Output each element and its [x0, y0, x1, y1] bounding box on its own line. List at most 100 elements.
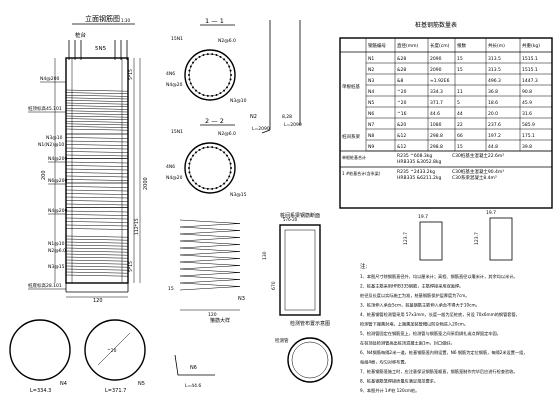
main-bar-dot: [225, 61, 228, 64]
table-group-2: 桩间系梁: [342, 133, 360, 140]
s22-label-15n1: 15N1: [171, 129, 183, 135]
table-cell: &12: [397, 133, 406, 139]
spiral-turn: [65, 179, 129, 181]
spiral-turn: [65, 203, 129, 206]
spiral-turn: [65, 253, 129, 256]
spiral-turn: [65, 102, 129, 105]
stiffener-hoops: [65, 133, 129, 230]
note-line: 7、桩基钢筋笼施工时，应注意保证钢筋笼顺直，钢筋笼制作完毕后应进行检查验收。: [360, 368, 518, 375]
n3-width: 120: [208, 312, 217, 318]
top-stub-bars: [68, 40, 128, 60]
table-cell: 313.5: [488, 67, 501, 73]
table-cell: N7: [368, 122, 374, 128]
table-cell: 298.8: [430, 144, 443, 150]
spiral-turn: [65, 110, 129, 113]
spiral-turn: [65, 89, 129, 92]
table-cell: 197.2: [488, 133, 501, 139]
n2-label: N2: [250, 114, 257, 120]
table-cell: 496.3: [488, 78, 501, 84]
spiral-turn: [65, 175, 129, 178]
dim-5x15-bottom: 5*15: [128, 261, 134, 272]
main-bar-dot: [206, 94, 209, 97]
main-bar-dot: [189, 158, 192, 161]
tie-detail-dim-3: 19.7: [486, 210, 496, 216]
main-bar-dot: [211, 94, 214, 97]
pipe-detail: 检测管布置示意图 检测管: [275, 320, 333, 383]
main-bar-dot: [229, 171, 232, 174]
label-n1-1: N1(N2)@10: [38, 142, 64, 148]
main-bar-dot: [228, 158, 231, 161]
table-cell: 15: [457, 67, 463, 73]
spiral-turn: [65, 247, 129, 250]
spiral-turn: [65, 113, 129, 115]
dim-5x15-top: 5*15: [128, 69, 134, 80]
table-title: 桩基钢筋数量表: [415, 21, 457, 29]
spiral-turn: [65, 100, 129, 102]
table-cell: 11: [457, 89, 463, 95]
spiral-turn: [65, 186, 129, 188]
table-cell: 298.8: [430, 133, 443, 139]
section-1-1-inner-ring: [188, 53, 232, 97]
spiral-turn: [65, 118, 129, 121]
table-cell: 18.6: [488, 100, 498, 106]
tie-detail-rect-1: [419, 221, 443, 261]
s22-label-n4: N4@20: [166, 175, 183, 181]
dim-200: 200: [41, 170, 47, 180]
spiral-turn: [65, 151, 129, 153]
tie-dim-top: 576-20: [283, 217, 298, 222]
main-bar-dot: [206, 187, 209, 190]
spiral-turn: [65, 123, 129, 126]
main-bar-dot: [194, 58, 197, 61]
tie-inner: [284, 229, 316, 311]
note-line: 3、桩顶伸入承台5cm，桩基钢筋主筋伸入承台不得大于10cm。: [360, 302, 480, 309]
table-cell: 44: [457, 111, 463, 117]
table-cell: &28: [397, 67, 406, 73]
s11-label-4n6: 4N6: [166, 71, 175, 77]
n2-detail: N2 L=2090: [250, 20, 271, 134]
ring-n5-circle: [84, 319, 146, 381]
note-line: 2、桩基主筋采用HRB335钢筋，主筋焊接采用双面焊。: [360, 283, 463, 290]
tie-section-title: 桩间系梁钢筋断面: [280, 212, 320, 219]
tie-detail-dim-2: 123.7: [403, 232, 409, 245]
s22-label-n2: N2@6.0: [218, 131, 236, 137]
note-line: 桩径及长度以实际施工为准，桩基钢筋保护层厚度为7cm。: [360, 292, 470, 299]
ring-n4: N4 L=334.3: [9, 319, 71, 394]
elev-top-label: 桩顶标高45.101: [28, 105, 62, 112]
tie-outer: [279, 224, 321, 316]
notes-block: 注: 1、本图尺寸除钢筋直径外，均以厘米计；高程、钢筋直径以毫米计，其余均以米计…: [360, 262, 527, 394]
sum1-value: HRB335 &3052.8kg: [397, 159, 441, 165]
table-cell: 175.1: [522, 133, 535, 139]
main-bar-dot: [215, 186, 218, 189]
main-bar-dot: [188, 167, 190, 169]
n1-detail: 8,28 L=2090: [282, 20, 302, 128]
notes-body: 1、本图尺寸除钢筋直径外，均以厘米计；高程、钢筋直径以毫米计，其余均以米计。2、…: [360, 273, 527, 394]
spiral-turn: [65, 189, 129, 192]
section-1-1-title: 1 — 1: [205, 17, 224, 25]
pipe-title: 检测管布置示意图: [290, 320, 330, 327]
main-bar-dot: [230, 74, 232, 76]
tie-dim-670: 670: [271, 281, 277, 290]
spiral-turn: [65, 259, 129, 262]
table-cell: 44.6: [430, 111, 440, 117]
table-cell: 237.6: [488, 122, 501, 128]
main-bar-dot: [189, 175, 192, 178]
spiral-turn: [65, 105, 129, 108]
spiral-turn: [65, 147, 129, 150]
main-bar-dot: [188, 78, 191, 81]
spiral-turn: [65, 217, 129, 220]
main-bar-dot: [198, 92, 201, 95]
table-cell: 313.5: [488, 56, 501, 62]
main-bar-dot: [223, 151, 226, 154]
main-bar-dot: [211, 187, 214, 190]
ring-n4-circle: [9, 319, 71, 381]
table-cell: N2: [368, 67, 374, 73]
table-cell: 36.8: [488, 89, 498, 95]
ring-n5-label: N5: [138, 381, 145, 387]
spiral-turn: [65, 168, 129, 171]
section-2-2-inner-ring: [188, 146, 232, 190]
table-cell: N8: [368, 133, 374, 139]
note-line: 5、检测管固定在钢筋笼上，检测管与钢筋笼之间采用绑扎或点焊固定牢固，: [360, 330, 501, 337]
